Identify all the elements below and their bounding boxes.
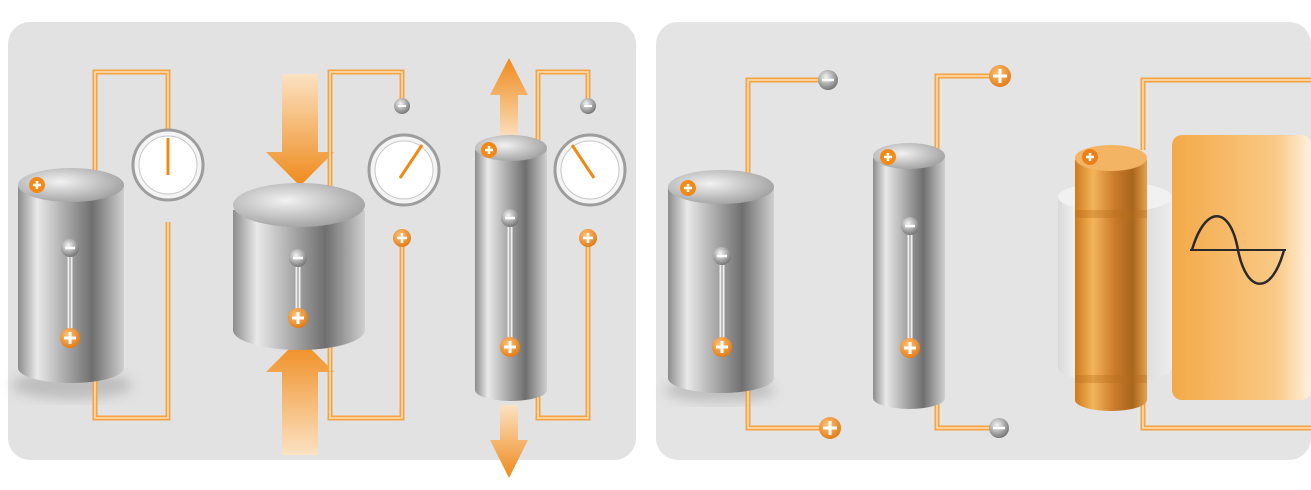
minus-terminal-icon bbox=[713, 247, 731, 265]
plus-terminal-icon bbox=[712, 337, 732, 357]
minus-terminal-icon bbox=[901, 217, 919, 235]
gauge-icon bbox=[555, 135, 625, 205]
minus-terminal-icon bbox=[501, 209, 519, 227]
plus-terminal-icon bbox=[819, 417, 841, 439]
plus-terminal-icon bbox=[1082, 149, 1098, 165]
minus-terminal-icon bbox=[394, 98, 410, 114]
gauge-icon bbox=[369, 135, 439, 205]
plus-terminal-icon bbox=[481, 142, 497, 158]
plus-terminal-icon bbox=[989, 65, 1011, 87]
plus-terminal-icon bbox=[29, 177, 45, 193]
plus-terminal-icon bbox=[60, 328, 80, 348]
plus-terminal-icon bbox=[880, 149, 896, 165]
minus-terminal-icon bbox=[289, 249, 307, 267]
plus-terminal-icon bbox=[900, 338, 920, 358]
plus-terminal-icon bbox=[393, 229, 411, 247]
signal-panel bbox=[1172, 135, 1311, 400]
plus-terminal-icon bbox=[579, 229, 597, 247]
minus-terminal-icon bbox=[580, 98, 596, 114]
gauge-icon bbox=[133, 130, 203, 200]
minus-terminal-icon bbox=[989, 418, 1009, 438]
plus-terminal-icon bbox=[680, 180, 696, 196]
plus-terminal-icon bbox=[500, 337, 520, 357]
plus-terminal-icon bbox=[288, 308, 308, 328]
minus-terminal-icon bbox=[818, 70, 838, 90]
crystal-body-6 bbox=[1075, 160, 1147, 411]
minus-terminal-icon bbox=[61, 239, 79, 257]
